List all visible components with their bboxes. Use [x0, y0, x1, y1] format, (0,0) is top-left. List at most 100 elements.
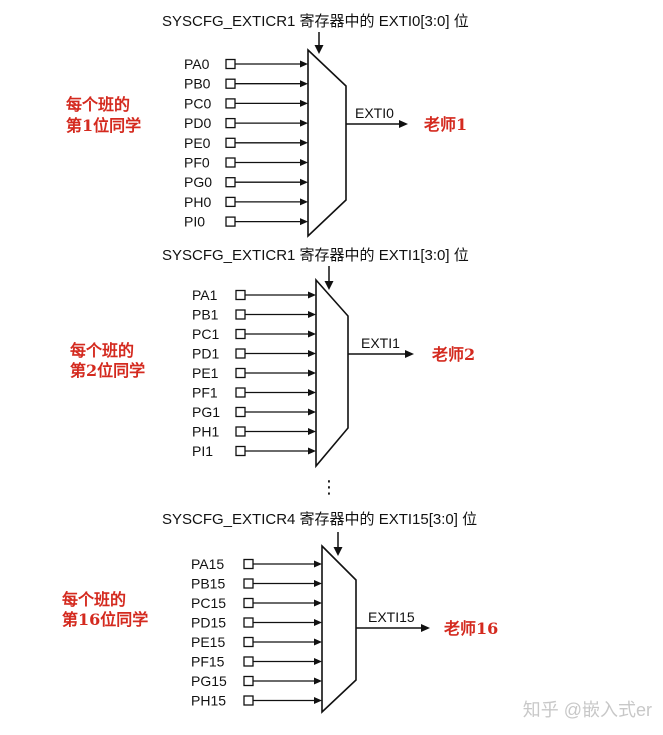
student-annotation: 第16位同学	[62, 610, 148, 629]
pin-pad	[243, 597, 254, 609]
pin-label: PD15	[191, 615, 226, 631]
pin-pad	[235, 445, 246, 457]
pin-input: PI0	[184, 214, 308, 230]
pin-label: PG15	[191, 673, 227, 689]
pin-label: PC15	[191, 595, 226, 611]
pin-input: PH0	[184, 194, 308, 210]
pin-label: PH1	[192, 424, 219, 440]
register-header: SYSCFG_EXTICR4 寄存器中的 EXTI15[3:0] 位	[162, 510, 477, 528]
pin-pad	[243, 617, 254, 628]
pin-label: PI1	[192, 443, 213, 459]
pin-pad	[235, 426, 246, 437]
output-arrowhead	[421, 624, 430, 632]
pin-pad	[243, 558, 254, 570]
pin-label: PE15	[191, 634, 225, 650]
pin-input: PF1	[192, 385, 316, 401]
pin-label: PC0	[184, 95, 211, 111]
pin-arrowhead	[308, 389, 316, 396]
student-annotation: 每个班的	[66, 95, 130, 114]
pin-arrowhead	[314, 677, 322, 685]
pin-arrowhead	[314, 580, 322, 587]
pin-label: PA0	[184, 56, 210, 72]
pin-input: PE0	[184, 135, 308, 151]
pin-input: PF15	[191, 654, 322, 670]
pin-label: PH15	[191, 693, 226, 709]
pin-label: PC1	[192, 326, 219, 342]
pin-input: PB15	[191, 576, 322, 592]
pin-arrowhead	[308, 408, 316, 416]
pin-arrowhead	[300, 80, 308, 88]
pin-input: PB1	[192, 307, 316, 323]
pin-label: PH0	[184, 194, 211, 210]
pin-arrowhead	[308, 428, 316, 435]
pin-pad	[235, 289, 246, 301]
pin-label: PA1	[192, 287, 218, 303]
output-label: EXTI1	[361, 335, 400, 351]
select-arrowhead	[324, 281, 334, 290]
pin-input: PH1	[192, 424, 316, 440]
pin-pad	[235, 348, 246, 359]
pin-arrowhead	[300, 218, 308, 226]
pin-arrowhead	[300, 139, 308, 147]
pin-pad	[225, 157, 236, 168]
pin-input: PD0	[184, 115, 308, 131]
pin-arrowhead	[308, 369, 316, 377]
pin-pad	[243, 578, 254, 589]
pin-input: PI1	[192, 443, 316, 459]
teacher-annotation: 老师16	[443, 619, 498, 638]
pin-pad	[225, 216, 236, 227]
pin-input: PC1	[192, 326, 316, 342]
multiplexer	[321, 544, 357, 714]
pin-pad	[225, 117, 236, 129]
pin-arrowhead	[308, 330, 316, 338]
select-arrowhead	[333, 547, 343, 556]
pin-arrowhead	[300, 60, 308, 68]
pin-input: PF0	[184, 155, 308, 171]
student-annotation: 第2位同学	[70, 361, 145, 380]
pin-pad	[225, 78, 236, 89]
output-label: EXTI15	[368, 609, 415, 625]
pin-label: PB0	[184, 76, 211, 92]
pin-input: PA0	[184, 56, 308, 72]
pin-arrowhead	[314, 658, 322, 665]
teacher-annotation: 老师2	[431, 345, 475, 364]
ellipsis: ⋮	[320, 477, 338, 497]
pin-label: PG1	[192, 404, 220, 420]
pin-label: PB15	[191, 576, 225, 592]
pin-arrowhead	[314, 619, 322, 626]
pin-input: PD15	[191, 615, 322, 631]
pin-arrowhead	[300, 119, 308, 127]
pin-arrowhead	[314, 638, 322, 646]
pin-arrowhead	[300, 198, 308, 206]
select-arrowhead	[314, 45, 324, 54]
register-header: SYSCFG_EXTICR1 寄存器中的 EXTI0[3:0] 位	[162, 12, 469, 30]
pin-arrowhead	[300, 178, 308, 186]
pin-input: PC15	[191, 595, 322, 611]
pin-pad	[235, 328, 246, 340]
pin-arrowhead	[314, 560, 322, 568]
pin-arrowhead	[300, 99, 308, 107]
output-label: EXTI0	[355, 105, 394, 121]
pin-input: PG15	[191, 673, 322, 689]
pin-arrowhead	[300, 159, 308, 166]
pin-input: PA15	[191, 556, 322, 572]
pin-arrowhead	[314, 697, 322, 704]
student-annotation: 每个班的	[70, 341, 134, 360]
pin-input: PE15	[191, 634, 322, 650]
pin-pad	[243, 675, 254, 687]
multiplexer	[315, 277, 349, 469]
pin-pad	[235, 406, 246, 418]
multiplexer	[307, 48, 347, 238]
pin-label: PE1	[192, 365, 219, 381]
pin-arrowhead	[308, 291, 316, 299]
exti-block-0: SYSCFG_EXTICR1 寄存器中的 EXTI0[3:0] 位 PA0PB0P…	[66, 12, 469, 238]
pin-arrowhead	[308, 350, 316, 357]
pin-label: PF15	[191, 654, 225, 670]
pin-pad	[243, 636, 254, 648]
register-header: SYSCFG_EXTICR1 寄存器中的 EXTI1[3:0] 位	[162, 246, 469, 264]
student-annotation: 第1位同学	[66, 116, 141, 135]
pin-label: PF1	[192, 385, 218, 401]
pin-label: PD1	[192, 346, 219, 362]
pin-arrowhead	[308, 311, 316, 318]
